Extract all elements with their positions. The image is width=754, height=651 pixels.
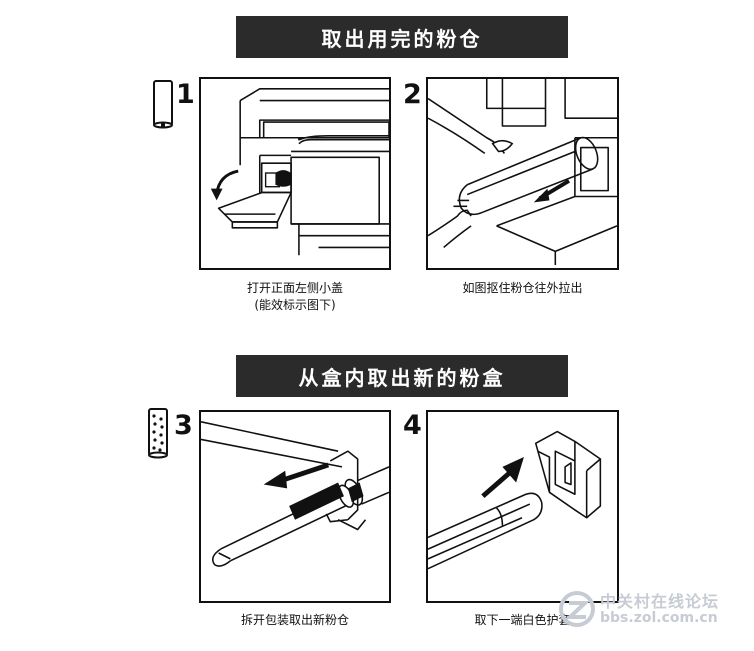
step-3-caption: 拆开包装取出新粉仓 (199, 612, 391, 629)
step-number-2: 2 (403, 79, 422, 110)
step-2-caption: 如图抠住粉仓往外拉出 (426, 280, 619, 297)
watermark-url: bbs.zol.com.cn (600, 610, 718, 626)
step-4-illustration (426, 410, 619, 603)
step-2-caption-line1: 如图抠住粉仓往外拉出 (462, 281, 583, 295)
unpack-cartridge-drawing (201, 421, 389, 567)
section-title-take-new: 从盒内取出新的粉盒 (236, 355, 568, 397)
step-1-illustration (199, 77, 391, 270)
forum-logo-icon (559, 591, 595, 627)
step-1-caption: 打开正面左侧小盖 (能效标示图下) (199, 280, 391, 314)
step-4-caption-line1: 取下一端白色护套 (474, 613, 571, 627)
step-4-caption: 取下一端白色护套 (426, 612, 619, 629)
step-3-illustration (199, 410, 391, 603)
printer-open-cover-drawing (210, 88, 389, 256)
new-cartridge-icon (148, 408, 168, 459)
empty-cartridge-icon (153, 80, 173, 129)
step-number-3: 3 (174, 410, 193, 441)
site-watermark: 中关村在线论坛 bbs.zol.com.cn (552, 584, 748, 636)
section-title-remove-old: 取出用完的粉仓 (236, 16, 568, 58)
step-number-1: 1 (176, 79, 195, 110)
step-number-4: 4 (403, 410, 422, 441)
remove-cap-drawing (428, 430, 602, 570)
step-2-illustration (426, 77, 619, 270)
step-1-caption-line1: 打开正面左侧小盖 (246, 281, 343, 295)
step-1-caption-line2: (能效标示图下) (254, 298, 336, 312)
pull-cartridge-drawing (428, 79, 617, 266)
watermark-title: 中关村在线论坛 (600, 592, 720, 611)
step-3-caption-line1: 拆开包装取出新粉仓 (240, 613, 349, 627)
